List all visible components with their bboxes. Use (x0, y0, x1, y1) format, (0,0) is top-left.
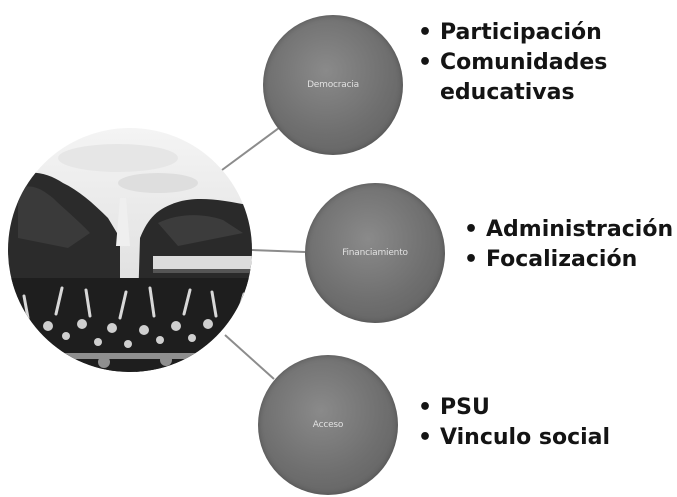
crowd-photo-icon (8, 128, 252, 372)
bullet-item: Focalización (462, 245, 674, 275)
bullet-item: Vinculo social (416, 423, 666, 453)
hub-photo (8, 128, 252, 372)
node-label-financiamiento: Financiamiento (342, 248, 408, 258)
bullet-list-acceso: PSU Vinculo social (416, 393, 666, 453)
node-label-acceso: Acceso (312, 420, 344, 430)
bullet-item: Participación (416, 18, 666, 48)
bullet-item: PSU (416, 393, 666, 423)
connector-financiamiento (251, 249, 306, 253)
connector-acceso (224, 334, 275, 380)
bullet-item: Comunidades educativas (416, 48, 666, 108)
node-acceso: Acceso (258, 355, 398, 495)
node-label-democracia: Democracia (307, 80, 359, 90)
bullet-item: Administración (462, 215, 674, 245)
bullet-list-democracia: Participación Comunidades educativas (416, 18, 666, 108)
connector-democracia (221, 121, 288, 171)
node-financiamiento: Financiamiento (305, 183, 445, 323)
bullet-list-financiamiento: Administración Focalización (462, 215, 674, 275)
node-democracia: Democracia (263, 15, 403, 155)
